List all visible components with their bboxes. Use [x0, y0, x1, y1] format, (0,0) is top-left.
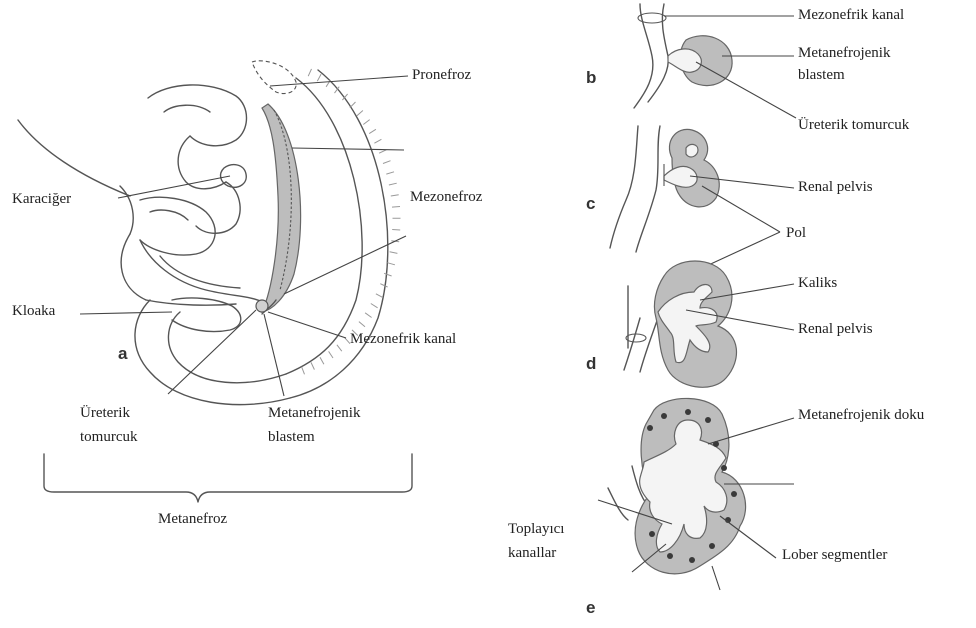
- label-kloaka: Kloaka: [12, 302, 55, 320]
- label-metanefrojenik-a-1: Metanefrojenik: [268, 404, 360, 422]
- spine-tick: [371, 304, 378, 308]
- spine-tick: [326, 80, 330, 87]
- panel-letter-d: d: [586, 354, 596, 374]
- lobe-node: [649, 531, 655, 537]
- lobe-node: [709, 543, 715, 549]
- label-toplayici-1: Toplayıcı: [508, 520, 564, 538]
- label-mezonefrik-kanal-a: Mezonefrik kanal: [350, 330, 456, 348]
- label-ureterik-a-2: tomurcuk: [80, 428, 138, 446]
- spine-tick: [390, 252, 398, 254]
- spine-tick: [337, 345, 342, 351]
- label-renal-pelvis-c: Renal pelvis: [798, 178, 873, 196]
- spine-tick: [317, 74, 321, 81]
- spine-tick: [389, 183, 397, 185]
- spine-tick: [376, 294, 383, 298]
- spine-tick: [350, 102, 356, 108]
- spine-tick: [392, 207, 400, 208]
- spine-tick: [369, 129, 376, 133]
- panel-b-drawing: [634, 4, 732, 108]
- label-ureterik-a-1: Üreterik: [80, 404, 130, 422]
- label-metanefroz: Metanefroz: [158, 510, 227, 528]
- spine-tick: [380, 284, 387, 287]
- spine-tick: [311, 362, 314, 369]
- panel-letter-e: e: [586, 598, 595, 618]
- label-mezonefrik-kanal-b: Mezonefrik kanal: [798, 6, 904, 24]
- lobe-node: [647, 425, 653, 431]
- label-mezonefroz: Mezonefroz: [410, 188, 482, 206]
- label-metanefrojenik-doku: Metanefrojenik doku: [798, 406, 924, 424]
- panel-d-drawing: [624, 261, 736, 387]
- spine-tick: [383, 161, 391, 164]
- spine-tick: [308, 69, 311, 76]
- embryo-drawing: [18, 61, 401, 405]
- label-ureterik-b: Üreterik tomurcuk: [798, 116, 909, 134]
- spine-tick: [384, 273, 392, 276]
- label-kaliks: Kaliks: [798, 274, 837, 292]
- lobe-node: [689, 557, 695, 563]
- lobe-node: [705, 417, 711, 423]
- lobe-node: [661, 413, 667, 419]
- spine-tick: [320, 357, 324, 364]
- lobe-node: [685, 409, 691, 415]
- label-karaciger: Karaciğer: [12, 190, 71, 208]
- panel-letter-a: a: [118, 344, 127, 364]
- label-pronefroz: Pronefroz: [412, 66, 471, 84]
- spine-tick: [357, 111, 363, 116]
- spine-tick: [387, 263, 395, 265]
- spine-tick: [374, 139, 381, 143]
- panel-c-drawing: [610, 126, 719, 252]
- label-toplayici-2: kanallar: [508, 544, 556, 562]
- label-metanefrojenik-a-2: blastem: [268, 428, 315, 446]
- spine-tick: [329, 351, 333, 358]
- spine-tick: [379, 150, 386, 153]
- label-metanefrojenik-b-1: Metanefrojenik: [798, 44, 890, 62]
- spine-tick: [391, 195, 399, 196]
- lobe-node: [731, 491, 737, 497]
- label-metanefrojenik-b-2: blastem: [798, 66, 845, 84]
- lobe-node: [721, 465, 727, 471]
- spine-tick: [302, 367, 305, 375]
- label-pol: Pol: [786, 224, 806, 242]
- spine-tick: [386, 172, 394, 174]
- label-lober-segmentler: Lober segmentler: [782, 546, 887, 564]
- lobe-node: [667, 553, 673, 559]
- spine-tick: [365, 313, 372, 318]
- spine-tick: [359, 322, 365, 327]
- spine-tick: [392, 230, 400, 231]
- panel-e-drawing: [608, 398, 746, 573]
- label-renal-pelvis-d: Renal pelvis: [798, 320, 873, 338]
- panel-letter-c: c: [586, 194, 595, 214]
- panel-letter-b: b: [586, 68, 596, 88]
- spine-tick: [363, 120, 369, 125]
